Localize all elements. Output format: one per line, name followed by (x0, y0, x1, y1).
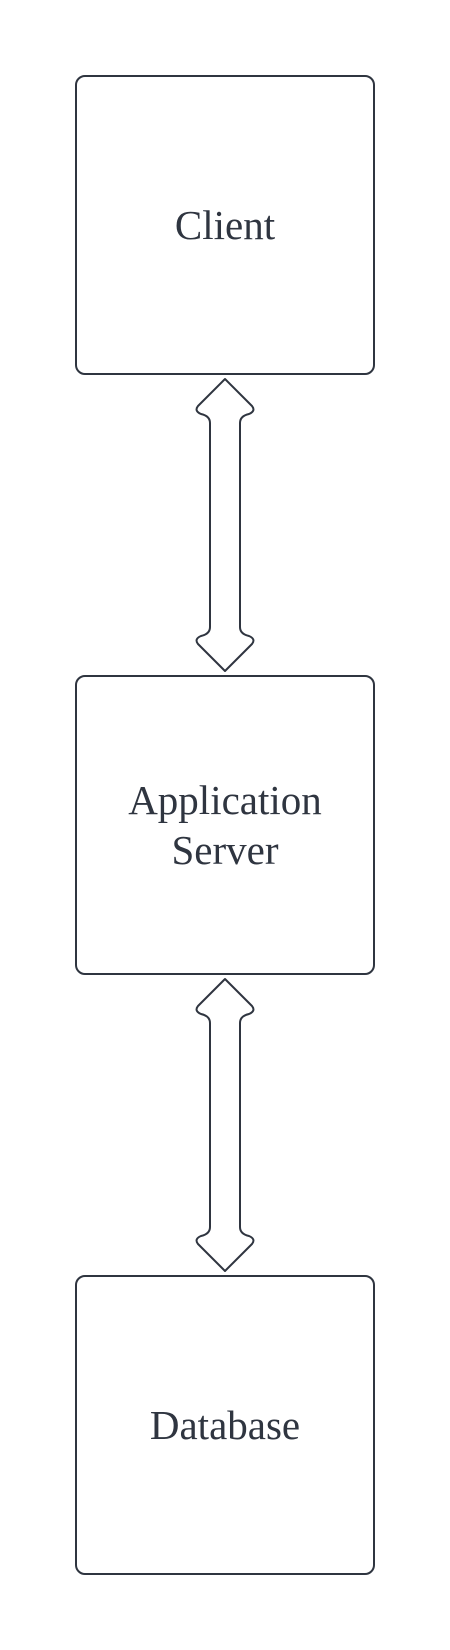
client-label-line: Client (174, 202, 276, 248)
database-label-line: Database (149, 1402, 301, 1448)
app-server-database-arrow (180, 975, 270, 1275)
double-arrow-shape (195, 978, 255, 1272)
client-box: Client (75, 75, 375, 375)
database-label: Database (150, 1400, 300, 1450)
client-app-server-arrow (180, 375, 270, 675)
application-server-box: Application Server (75, 675, 375, 975)
database-box: Database (75, 1275, 375, 1575)
application-server-label-line-1: Application (128, 777, 322, 823)
double-arrow-shape (195, 378, 255, 672)
client-label: Client (175, 200, 275, 250)
application-server-label: Application Server (128, 775, 322, 875)
application-server-label-line-2: Server (171, 827, 279, 873)
